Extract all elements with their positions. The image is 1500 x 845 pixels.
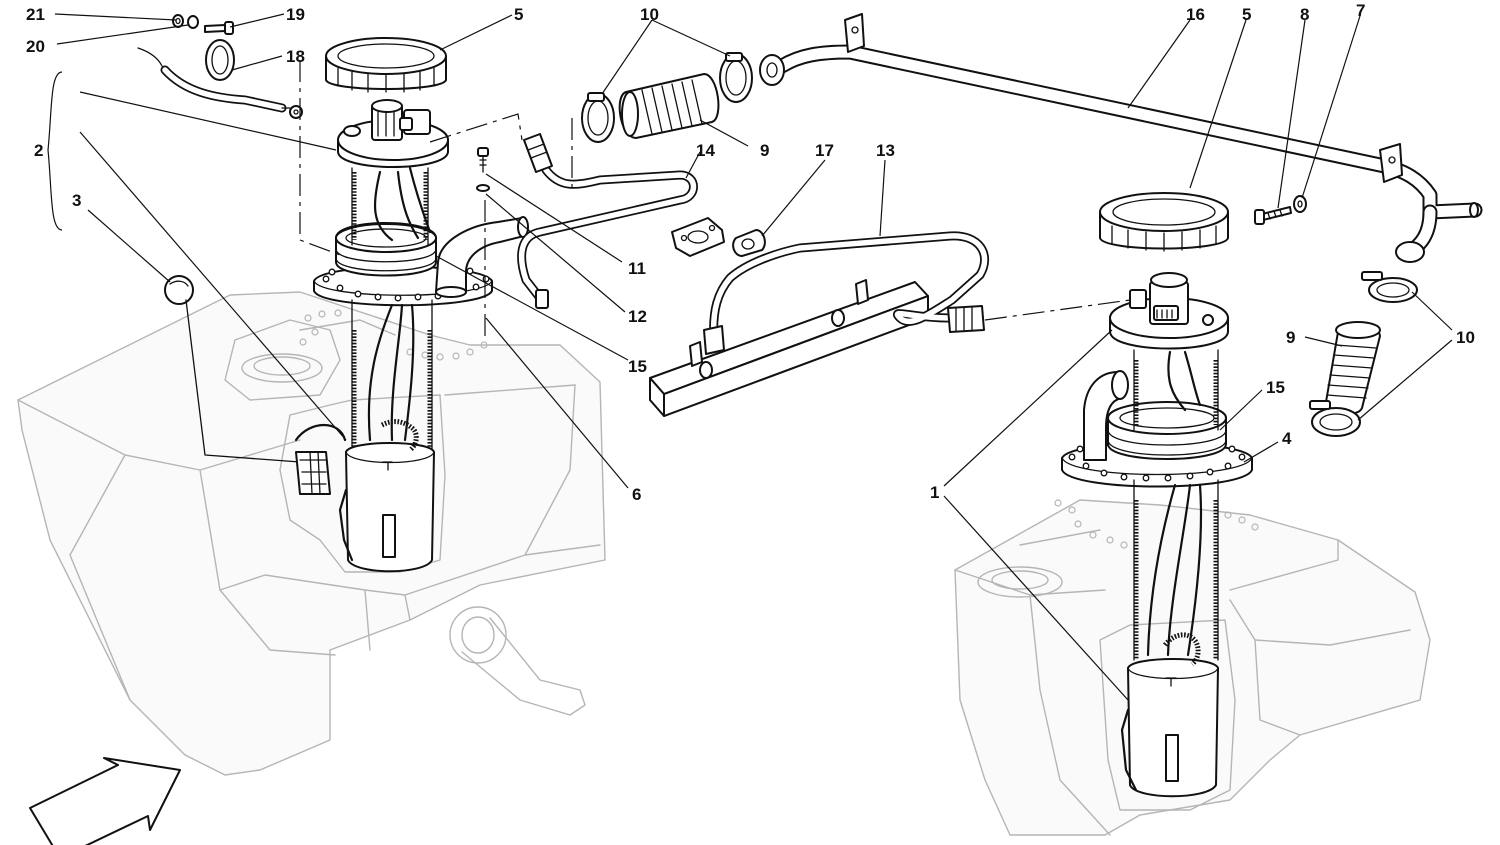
screw-11 (477, 147, 489, 173)
callout-9-top: 9 (760, 141, 769, 160)
washer-7 (1293, 195, 1307, 213)
callout-10-right: 10 (1456, 328, 1475, 347)
breather-pipe (759, 13, 1483, 263)
callout-labels: 21 20 19 18 5 10 16 5 8 7 2 3 14 9 17 13… (26, 1, 1475, 504)
screw-19 (204, 21, 234, 35)
callout-15-left: 15 (628, 357, 647, 376)
callout-10-top: 10 (640, 5, 659, 24)
callout-17: 17 (815, 141, 834, 160)
rubber-hose-right (1325, 321, 1381, 415)
callout-14: 14 (696, 141, 715, 160)
callout-11: 11 (628, 259, 646, 278)
callout-5-left: 5 (514, 5, 523, 24)
view-direction-arrow (29, 757, 181, 845)
callout-19: 19 (286, 5, 305, 24)
washer-21 (172, 14, 184, 28)
callout-9-right: 9 (1286, 328, 1295, 347)
callout-8: 8 (1300, 5, 1309, 24)
callout-21: 21 (26, 5, 45, 24)
right-pump-assembly (1061, 272, 1253, 798)
hose-clamp-right-a (1361, 271, 1418, 303)
gasket (671, 217, 725, 257)
callout-18: 18 (286, 47, 305, 66)
hose-clamp-right-b (1309, 400, 1361, 437)
locking-ring-right (1099, 192, 1229, 252)
leader-lines (47, 13, 1453, 701)
callout-16: 16 (1186, 5, 1205, 24)
fuel-line-13 (703, 231, 990, 355)
callout-3: 3 (72, 191, 81, 210)
locking-ring-left (325, 37, 447, 93)
washer-20 (187, 15, 199, 29)
hose-clip-17 (732, 229, 766, 257)
fuel-line-14 (517, 133, 698, 309)
alignment-lines (299, 60, 1131, 340)
hose-clamp-top-a (581, 92, 615, 143)
screw-8 (1254, 206, 1292, 225)
callout-2: 2 (34, 141, 43, 160)
callout-20: 20 (26, 37, 45, 56)
hose-clamp-top-b (719, 52, 753, 103)
callout-6: 6 (632, 485, 641, 504)
callout-13: 13 (876, 141, 895, 160)
callout-5-right: 5 (1242, 5, 1251, 24)
callout-4: 4 (1282, 429, 1292, 448)
callout-15-right: 15 (1266, 378, 1285, 397)
rubber-hose-top (618, 73, 720, 139)
fuel-rail (649, 279, 929, 417)
callout-7: 7 (1356, 1, 1365, 20)
left-fuel-tank (17, 291, 606, 776)
left-pump-assembly (164, 99, 529, 573)
callout-12: 12 (628, 307, 647, 326)
earth-lead (137, 39, 303, 119)
washer-12 (476, 184, 490, 192)
callout-1: 1 (930, 483, 939, 502)
